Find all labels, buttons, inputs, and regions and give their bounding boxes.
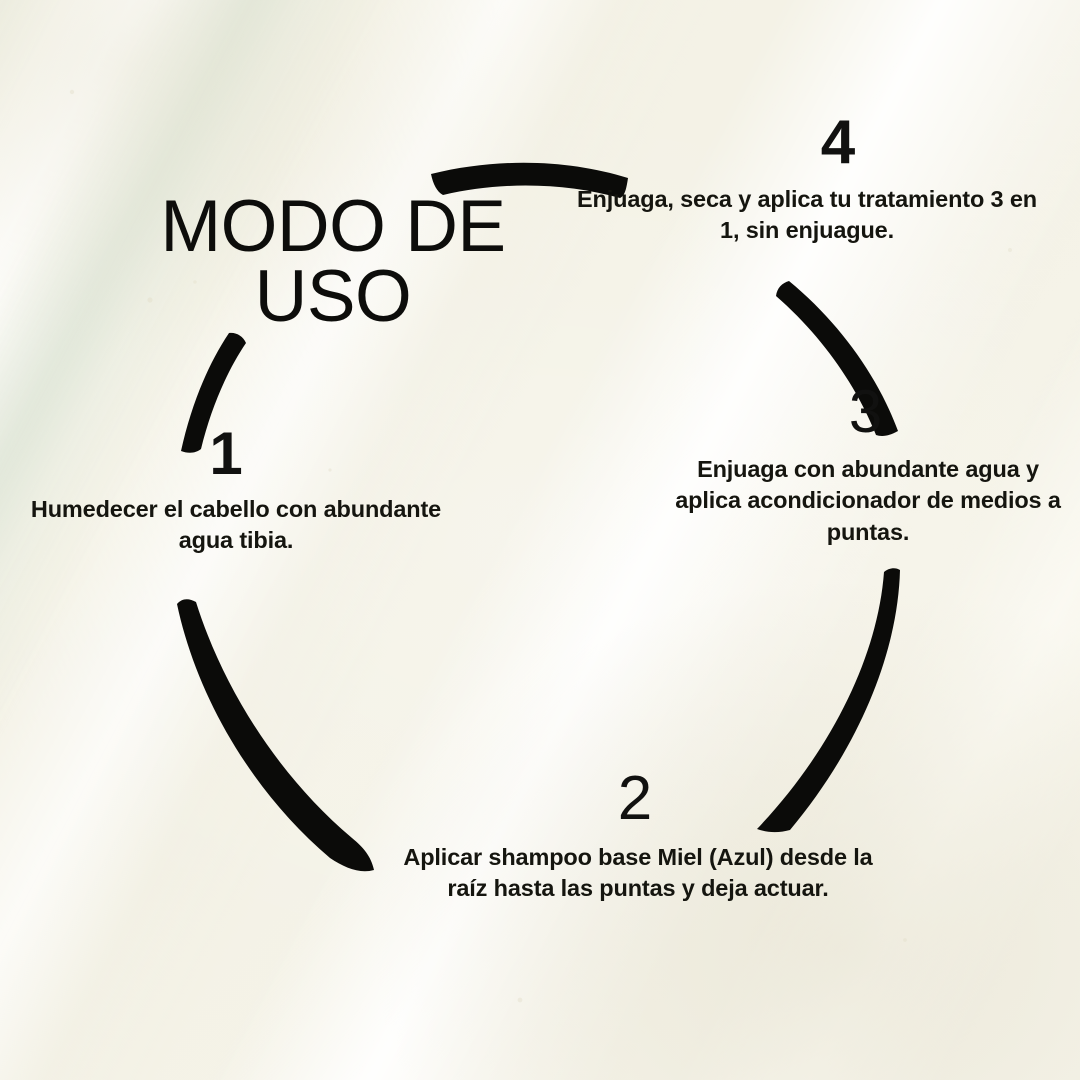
step-1-text: Humedecer el cabello con abundante agua … xyxy=(30,496,442,554)
step-2-number: 2 xyxy=(617,764,653,833)
page-title-line-1: MODO DE xyxy=(160,186,506,267)
step-4-text: Enjuaga, seca y aplica tu tratamiento 3 … xyxy=(577,186,1037,244)
arc-lower-left-segment xyxy=(177,599,374,872)
arc-lower-right-segment xyxy=(757,568,900,833)
page-title-line-2: USO xyxy=(254,256,412,338)
step-2: 2 Aplicar shampoo base Miel (Azul) desde… xyxy=(382,768,894,905)
step-3-text: Enjuaga con abundante agua y aplica acon… xyxy=(675,456,1061,545)
step-1-number: 1 xyxy=(209,420,243,487)
step-2-text: Aplicar shampoo base Miel (Azul) desde l… xyxy=(403,844,873,902)
step-4: 4 Enjuaga, seca y aplica tu tratamiento … xyxy=(576,112,1038,247)
step-3-number: 3 xyxy=(848,378,883,445)
step-3: 3 Enjuaga con abundante agua y aplica ac… xyxy=(663,382,1073,548)
step-1: 1 Humedecer el cabello con abundante agu… xyxy=(24,424,448,557)
step-4-number: 4 xyxy=(820,108,856,177)
arc-upper-left-segment xyxy=(181,332,246,453)
arc-upper-right-segment xyxy=(776,281,898,436)
arc-top-segment xyxy=(431,162,628,198)
page-title: MODO DE USO xyxy=(118,190,548,338)
